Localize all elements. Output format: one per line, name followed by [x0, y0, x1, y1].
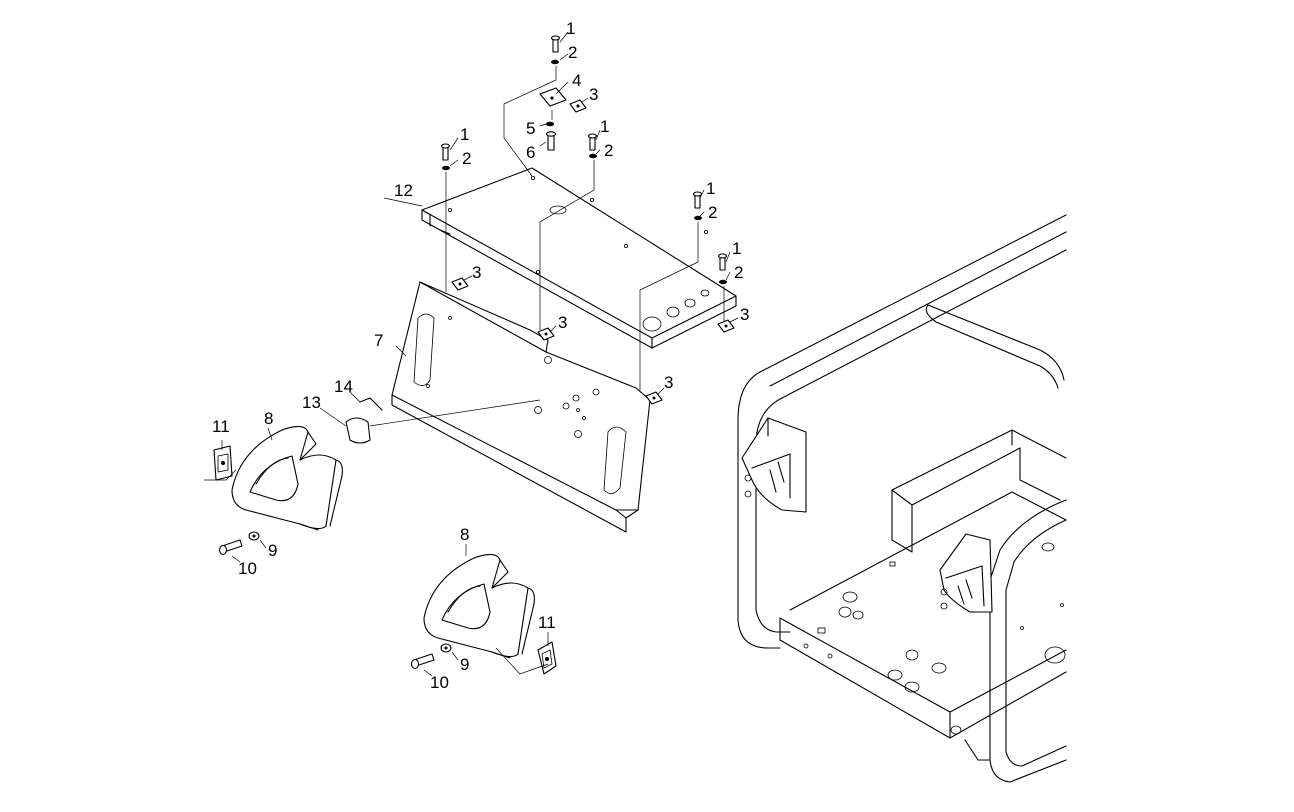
screw-set-b	[587, 133, 598, 159]
top-cover-plate	[421, 167, 737, 349]
handle-grip-left	[231, 425, 343, 531]
bolt-part-6	[545, 131, 557, 151]
cap-part-13	[345, 417, 371, 444]
callout-2: 2	[462, 149, 471, 168]
assembly-lines	[204, 31, 739, 677]
callout-3: 3	[589, 85, 598, 104]
callout-12: 12	[394, 181, 413, 200]
handle-grip-right	[423, 553, 535, 659]
clip-part-14	[359, 397, 383, 411]
front-panel	[391, 281, 651, 533]
bolt-part-10-left	[218, 539, 243, 556]
screw-set-d	[717, 253, 728, 285]
callout-7: 7	[374, 331, 383, 350]
clip-nut-left	[213, 445, 233, 481]
callout-3: 3	[558, 313, 567, 332]
callout-11: 11	[212, 417, 230, 436]
callout-3: 3	[664, 373, 673, 392]
callout-6: 6	[526, 143, 535, 162]
callout-1: 1	[566, 19, 575, 38]
cage-nut-2	[537, 327, 555, 341]
bolt-part-10-right	[410, 653, 435, 670]
washer-part-9-right	[440, 643, 452, 653]
screw-set-a	[440, 143, 451, 171]
washer-part-9-left	[248, 531, 260, 541]
cage-nut-1	[451, 277, 469, 291]
callout-8: 8	[264, 409, 273, 428]
callout-1: 1	[460, 125, 469, 144]
callout-11: 11	[538, 613, 556, 632]
callout-1: 1	[706, 179, 715, 198]
screw-set-top	[550, 35, 561, 65]
screw-set-c	[692, 191, 703, 221]
callout-13: 13	[302, 393, 321, 412]
callout-3: 3	[740, 305, 749, 324]
callout-2: 2	[734, 263, 743, 282]
callout-9: 9	[460, 655, 469, 674]
callout-1: 1	[600, 117, 609, 136]
callout-2: 2	[604, 141, 613, 160]
callout-2: 2	[568, 43, 577, 62]
callout-8: 8	[460, 525, 469, 544]
callout-1: 1	[732, 239, 741, 258]
washer-part-5	[546, 121, 554, 127]
cage-nut-4	[645, 391, 663, 405]
callout-10: 10	[430, 673, 449, 692]
callout-4: 4	[572, 71, 581, 90]
frame-assembly	[737, 214, 1067, 783]
callout-5: 5	[526, 119, 535, 138]
clip-nut-right	[537, 641, 557, 675]
callout-10: 10	[238, 559, 257, 578]
callout-labels: 1 2 4 3 5 6 1 2 1 2 12 1 2 1 2 3 3 3 3 7…	[212, 19, 749, 692]
cage-nut-top	[569, 99, 587, 113]
callout-9: 9	[268, 541, 277, 560]
callout-3: 3	[472, 263, 481, 282]
bracket-part-4	[539, 87, 567, 107]
callout-2: 2	[708, 203, 717, 222]
cage-nut-3	[717, 319, 735, 333]
callout-14: 14	[334, 377, 353, 396]
